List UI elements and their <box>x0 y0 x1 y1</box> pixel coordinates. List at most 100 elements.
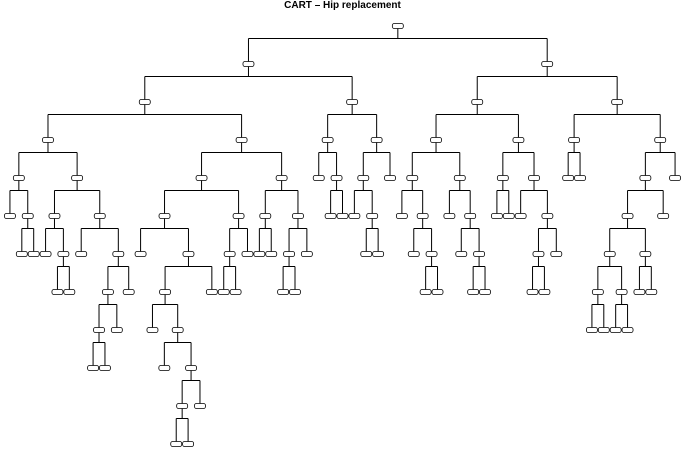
leaf-node-box <box>170 441 183 447</box>
leaf-node-box <box>194 403 206 409</box>
leaf-node <box>597 327 610 333</box>
leaf-node-box <box>312 175 325 181</box>
leaf-node <box>348 213 361 219</box>
split-node-box <box>182 251 195 257</box>
leaf-node-box <box>277 289 290 295</box>
leaf-node <box>182 441 194 447</box>
leaf-node-box <box>669 175 681 181</box>
leaf-node <box>229 289 242 295</box>
split-node-box <box>235 137 248 143</box>
split-node <box>471 99 484 105</box>
split-node-box <box>366 213 379 219</box>
leaf-node <box>241 251 254 257</box>
leaf-node-box <box>502 213 515 219</box>
leaf-node <box>336 213 349 219</box>
leaf-node <box>526 289 539 295</box>
leaf-node-box <box>348 213 361 219</box>
split-node <box>541 213 554 219</box>
split-node <box>21 213 34 219</box>
split-node-box <box>57 251 70 257</box>
leaf-node <box>384 175 396 181</box>
split-node <box>639 251 652 257</box>
leaf-node <box>134 251 147 257</box>
split-node-box <box>275 175 288 181</box>
leaf-node <box>538 289 551 295</box>
split-node <box>406 175 419 181</box>
leaf-node-box <box>39 251 52 257</box>
split-node-box <box>346 99 359 105</box>
split-node <box>391 23 404 29</box>
split-node <box>57 251 70 257</box>
leaf-node-box <box>384 175 396 181</box>
split-node <box>12 175 25 181</box>
split-node <box>242 61 255 67</box>
split-node <box>185 365 197 371</box>
leaf-node-box <box>407 251 420 257</box>
leaf-node-box <box>467 289 480 295</box>
split-node <box>346 99 359 105</box>
leaf-node-box <box>134 251 147 257</box>
split-node <box>357 175 370 181</box>
leaf-node <box>479 289 491 295</box>
split-node <box>283 251 295 257</box>
split-node <box>102 289 114 295</box>
split-node-box <box>93 213 106 219</box>
split-node-box <box>159 289 171 295</box>
split-node-box <box>528 175 540 181</box>
leaf-node <box>39 251 52 257</box>
split-node <box>112 251 125 257</box>
leaf-node-box <box>609 327 622 333</box>
leaf-node-box <box>336 213 349 219</box>
leaf-node-box <box>324 213 337 219</box>
leaf-node-box <box>217 289 230 295</box>
leaf-node-box <box>645 289 658 295</box>
leaf-node <box>122 289 135 295</box>
split-node-box <box>611 99 624 105</box>
leaf-node <box>300 251 313 257</box>
split-node <box>292 213 304 219</box>
split-node-box <box>496 175 509 181</box>
split-node-box <box>532 251 545 257</box>
leaf-node <box>372 251 385 257</box>
split-node <box>182 251 195 257</box>
split-node-box <box>112 251 125 257</box>
leaf-node-box <box>205 289 218 295</box>
split-node-box <box>12 175 25 181</box>
leaf-node-box <box>146 327 159 333</box>
split-node-box <box>185 365 197 371</box>
split-node-box <box>195 175 208 181</box>
leaf-node-box <box>455 251 468 257</box>
leaf-node-box <box>229 289 242 295</box>
split-node <box>259 213 272 219</box>
split-node <box>159 289 171 295</box>
split-node <box>528 175 540 181</box>
split-node-box <box>93 327 105 333</box>
leaf-node-box <box>110 327 123 333</box>
leaf-node-box <box>372 251 385 257</box>
leaf-node-box <box>300 251 313 257</box>
leaf-node <box>360 251 373 257</box>
split-node-box <box>283 251 295 257</box>
leaf-node <box>502 213 515 219</box>
leaf-node <box>51 289 64 295</box>
leaf-node <box>158 365 171 371</box>
split-node <box>370 137 383 143</box>
leaf-node-box <box>289 289 301 295</box>
leaf-node <box>87 365 99 371</box>
leaf-node <box>645 289 658 295</box>
leaf-node-box <box>253 251 266 257</box>
leaf-node <box>27 251 40 257</box>
split-node-box <box>223 251 236 257</box>
split-node-box <box>102 289 114 295</box>
split-node <box>621 213 634 219</box>
leaf-node <box>265 251 278 257</box>
split-node-box <box>259 213 272 219</box>
leaf-node <box>63 289 76 295</box>
split-node-box <box>242 61 255 67</box>
leaf-node-box <box>15 251 28 257</box>
split-node-box <box>176 403 189 409</box>
leaf-node-box <box>431 289 444 295</box>
leaf-node <box>562 175 575 181</box>
leaf-node-box <box>538 289 551 295</box>
